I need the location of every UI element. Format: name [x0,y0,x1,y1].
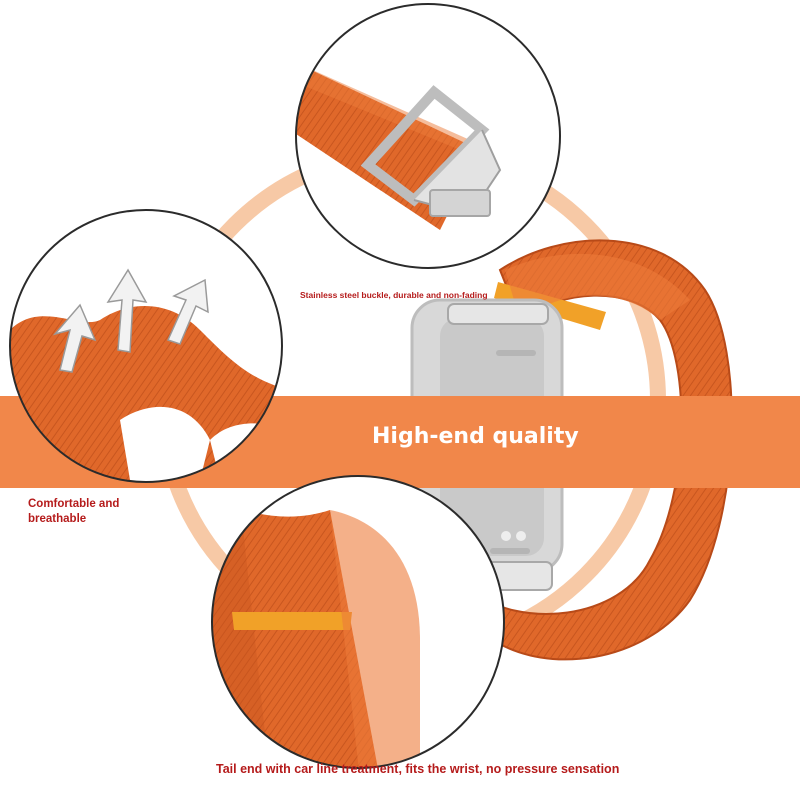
comfort-caption-line1: Comfortable and [28,498,120,510]
tail-end-inset [211,475,505,769]
comfort-caption-line2: breathable [28,513,87,525]
tail-caption: Tail end with car line treatment, fits t… [216,762,620,776]
buckle-caption: Stainless steel buckle, durable and non-… [300,290,488,300]
car-line-stitch [232,612,352,630]
banner-title: High-end quality [372,424,579,449]
steel-buckle [360,85,502,217]
buckle-inset [295,3,561,269]
airflow-arrows [52,268,209,373]
